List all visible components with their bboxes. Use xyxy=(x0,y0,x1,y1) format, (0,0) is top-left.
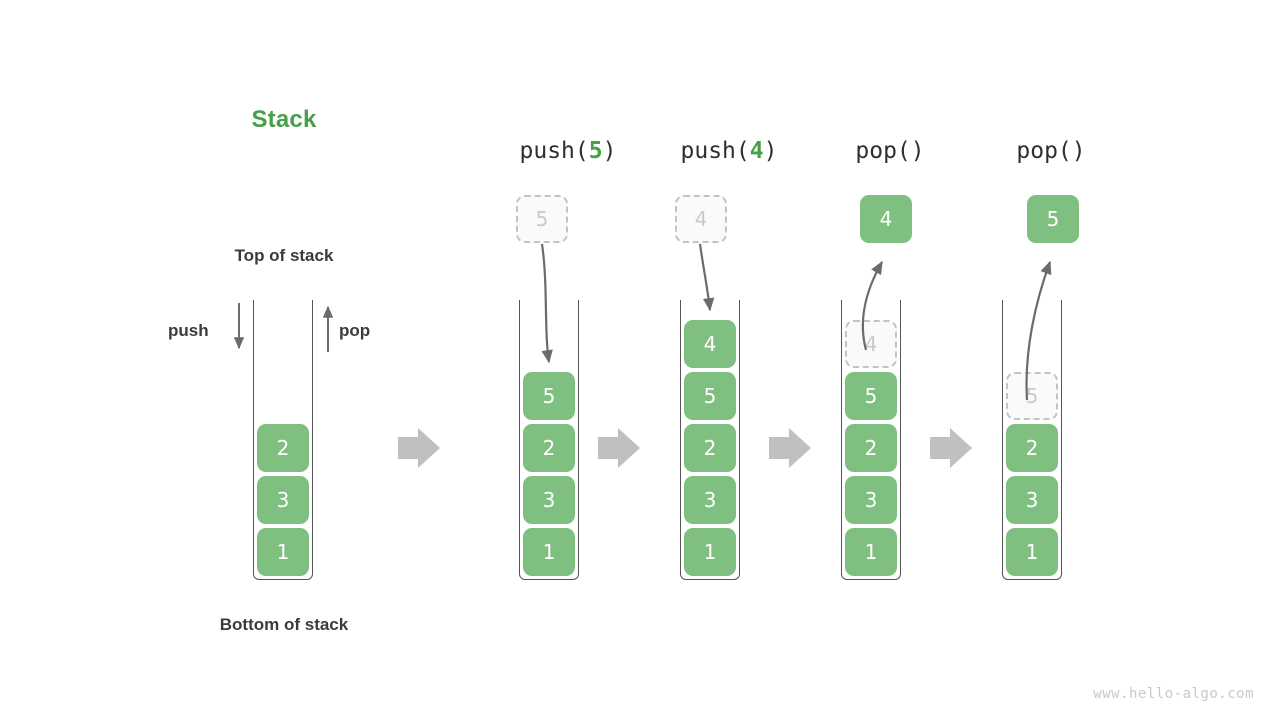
op-header-0: push(5) xyxy=(468,138,668,164)
stack-cell: 3 xyxy=(1006,476,1058,524)
op-suffix: ) xyxy=(1071,138,1086,164)
stack-container xyxy=(841,300,901,580)
stack-cell: 3 xyxy=(523,476,575,524)
op-suffix: ) xyxy=(602,138,617,164)
transition-arrow-1 xyxy=(398,428,440,468)
pop-label: pop xyxy=(339,321,371,340)
op-suffix: ) xyxy=(763,138,778,164)
stack-container xyxy=(680,300,740,580)
stack-container xyxy=(1002,300,1062,580)
op-header-2: pop() xyxy=(790,138,990,164)
removed-ghost-cell: 4 xyxy=(845,320,897,368)
op-text: pop( xyxy=(855,138,911,164)
op-text: push( xyxy=(680,138,750,164)
removed-ghost-cell: 5 xyxy=(1006,372,1058,420)
op-header-1: push(4) xyxy=(629,138,829,164)
watermark: www.hello-algo.com xyxy=(1093,686,1254,702)
stack-cell: 5 xyxy=(684,372,736,420)
stack-cell: 5 xyxy=(523,372,575,420)
stack-container xyxy=(253,300,313,580)
stack-cell: 1 xyxy=(845,528,897,576)
stack-cell: 3 xyxy=(684,476,736,524)
stack-cell: 5 xyxy=(845,372,897,420)
stack-cell: 2 xyxy=(1006,424,1058,472)
bottom-of-stack-label: Bottom of stack xyxy=(219,615,349,634)
stack-cell: 1 xyxy=(684,528,736,576)
stack-cell: 2 xyxy=(684,424,736,472)
page-title: Stack xyxy=(251,106,317,133)
push-label: push xyxy=(168,321,209,340)
incoming-ghost-cell: 4 xyxy=(675,195,727,243)
top-of-stack-label: Top of stack xyxy=(234,246,334,265)
stack-cell: 2 xyxy=(845,424,897,472)
stack-cell: 1 xyxy=(257,528,309,576)
op-text: pop( xyxy=(1016,138,1072,164)
transition-arrow-3 xyxy=(769,428,811,468)
stack-cell: 1 xyxy=(523,528,575,576)
stack-cell: 4 xyxy=(684,320,736,368)
stack-cell: 3 xyxy=(257,476,309,524)
popped-cell: 4 xyxy=(860,195,912,243)
op-value: 5 xyxy=(588,138,603,164)
transition-arrow-4 xyxy=(930,428,972,468)
op-suffix: ) xyxy=(910,138,925,164)
incoming-ghost-cell: 5 xyxy=(516,195,568,243)
stack-container xyxy=(519,300,579,580)
transition-arrow-2 xyxy=(598,428,640,468)
op-text: push( xyxy=(519,138,589,164)
op-value: 4 xyxy=(749,138,764,164)
popped-cell: 5 xyxy=(1027,195,1079,243)
stack-cell: 2 xyxy=(523,424,575,472)
stack-cell: 3 xyxy=(845,476,897,524)
stack-cell: 2 xyxy=(257,424,309,472)
stack-cell: 1 xyxy=(1006,528,1058,576)
op-header-3: pop() xyxy=(951,138,1151,164)
